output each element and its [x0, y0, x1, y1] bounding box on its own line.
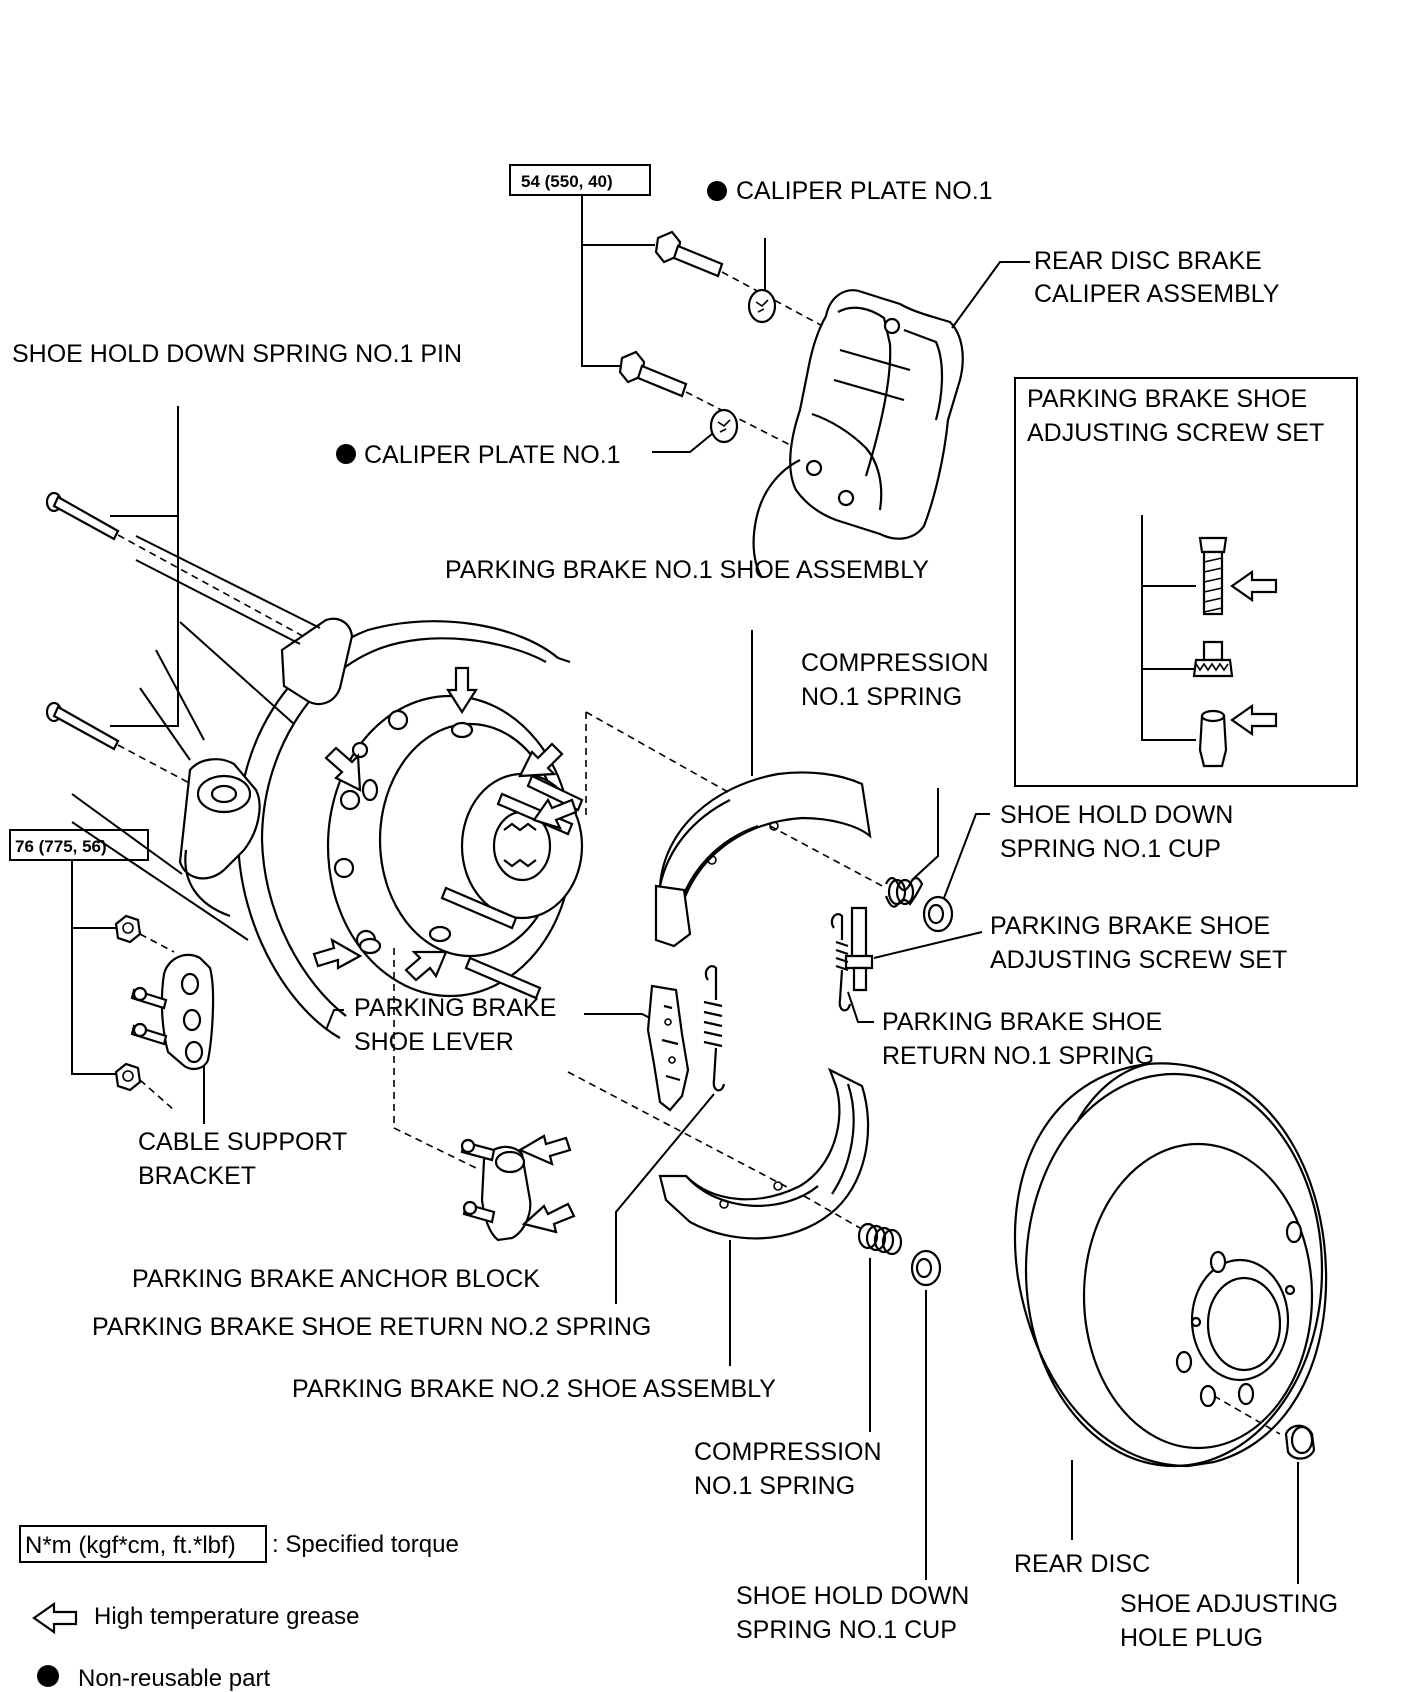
- parking-brake-anchor-block: [460, 1138, 532, 1242]
- parking-brake-no1-shoe: [654, 771, 872, 948]
- inset-adjusting-screw-set: PARKING BRAKE SHOE ADJUSTING SCREW SET: [1014, 377, 1358, 787]
- caliper-bolt-upper: [654, 230, 724, 278]
- label-compression-upper-line1: COMPRESSION: [801, 649, 989, 677]
- legend-torque-text: : Specified torque: [272, 1531, 459, 1558]
- label-cup-lower-line2: SPRING NO.1 CUP: [736, 1616, 957, 1644]
- label-compression-lower-line1: COMPRESSION: [694, 1438, 882, 1466]
- inset-label-line2: ADJUSTING SCREW SET: [1027, 419, 1324, 447]
- grease-arrow-icon: [517, 1134, 572, 1166]
- label-shoe-hold-down-pin: SHOE HOLD DOWN SPRING NO.1 PIN: [12, 340, 462, 368]
- label-no1-shoe-assembly: PARKING BRAKE NO.1 SHOE ASSEMBLY: [445, 556, 929, 584]
- parking-brake-no2-shoe: [658, 1067, 870, 1240]
- legend-torque-units: N*m (kgf*cm, ft.*lbf): [25, 1532, 236, 1559]
- label-cable-bracket-line1: CABLE SUPPORT: [138, 1128, 347, 1156]
- label-return-no2: PARKING BRAKE SHOE RETURN NO.2 SPRING: [92, 1313, 651, 1341]
- cable-support-bracket: [130, 953, 215, 1070]
- compression-spring-lower: [857, 1222, 903, 1256]
- grease-arrow-icon: [532, 797, 578, 830]
- knuckle-arm: [178, 617, 354, 918]
- filled-circle-icon: [37, 1665, 59, 1687]
- label-return-no1-line2: RETURN NO.1 SPRING: [882, 1042, 1154, 1070]
- rear-disc-brake-caliper: [752, 289, 964, 579]
- adjusting-screw-set: [844, 906, 874, 992]
- caliper-bolt-lower: [618, 350, 688, 398]
- label-compression-upper-line2: NO.1 SPRING: [801, 683, 962, 711]
- grease-arrow-icon: [518, 742, 564, 778]
- nonreusable-dot-icon: [336, 444, 356, 464]
- torque-box-caliper: 54 (550, 40): [509, 164, 651, 196]
- inset-label-line1: PARKING BRAKE SHOE: [1027, 385, 1307, 413]
- compression-spring-upper: [884, 876, 924, 908]
- label-caliper-assembly-line2: CALIPER ASSEMBLY: [1034, 280, 1280, 308]
- grease-arrow-icon: [1230, 569, 1278, 603]
- grease-arrow-icon: [404, 950, 448, 982]
- label-compression-lower-line2: NO.1 SPRING: [694, 1472, 855, 1500]
- label-cable-bracket-line2: BRACKET: [138, 1162, 256, 1190]
- label-shoe-lever-line1: PARKING BRAKE: [354, 994, 556, 1022]
- label-no2-shoe-assembly: PARKING BRAKE NO.2 SHOE ASSEMBLY: [292, 1375, 776, 1403]
- backing-plate: [236, 620, 571, 1039]
- label-cup-lower-line1: SHOE HOLD DOWN: [736, 1582, 969, 1610]
- return-no2-spring: [703, 965, 726, 1092]
- grease-arrow-icon: [324, 746, 362, 792]
- nonreusable-dot-icon: [707, 181, 727, 201]
- label-caliper-assembly-line1: REAR DISC BRAKE: [1034, 247, 1262, 275]
- label-cup-upper-line1: SHOE HOLD DOWN: [1000, 801, 1233, 829]
- grease-arrow-icon: [521, 1202, 576, 1234]
- legend-nonreusable-text: Non-reusable part: [78, 1665, 270, 1692]
- grease-arrow-icon: [312, 937, 363, 970]
- shoe-hold-down-cup-upper: [922, 895, 954, 933]
- hold-down-pin-upper: [45, 491, 120, 541]
- label-cup-upper-line2: SPRING NO.1 CUP: [1000, 835, 1221, 863]
- label-rear-disc: REAR DISC: [1014, 1550, 1150, 1578]
- torque-value-caliper: 54 (550, 40): [521, 172, 613, 191]
- label-adjusting-screw-line2: ADJUSTING SCREW SET: [990, 946, 1287, 974]
- label-caliper-plate-top: CALIPER PLATE NO.1: [736, 177, 993, 205]
- torque-box-bracket: 76 (775, 56): [9, 829, 149, 861]
- shoe-adjusting-hole-plug: [1284, 1424, 1316, 1460]
- label-hole-plug-line1: SHOE ADJUSTING: [1120, 1590, 1338, 1618]
- hold-down-pin-lower: [45, 701, 120, 751]
- torque-value-bracket: 76 (775, 56): [15, 837, 107, 856]
- grease-arrow-icon: [445, 666, 479, 715]
- caliper-plate-lower: [709, 408, 739, 444]
- legend-torque-box: [19, 1525, 267, 1563]
- legend: N*m (kgf*cm, ft.*lbf) : Specified torque…: [19, 1525, 459, 1692]
- label-adjusting-screw-line1: PARKING BRAKE SHOE: [990, 912, 1270, 940]
- legend-grease-text: High temperature grease: [94, 1603, 359, 1630]
- label-shoe-lever-line2: SHOE LEVER: [354, 1028, 514, 1056]
- grease-arrow-icon: [1230, 703, 1278, 737]
- label-caliper-plate-mid: CALIPER PLATE NO.1: [364, 441, 621, 469]
- caliper-plate-upper: [747, 288, 777, 324]
- label-anchor-block: PARKING BRAKE ANCHOR BLOCK: [132, 1265, 540, 1293]
- label-hole-plug-line2: HOLE PLUG: [1120, 1624, 1263, 1652]
- shoe-hold-down-cup-lower: [910, 1249, 942, 1287]
- bracket-nut-upper: [114, 914, 142, 944]
- label-return-no1-line1: PARKING BRAKE SHOE: [882, 1008, 1162, 1036]
- parking-brake-shoe-lever: [646, 984, 690, 1112]
- rear-disc: [1013, 1062, 1328, 1468]
- hollow-arrow-icon: [32, 1601, 78, 1635]
- return-no1-spring: [830, 913, 852, 1012]
- bracket-nut-lower: [114, 1062, 142, 1092]
